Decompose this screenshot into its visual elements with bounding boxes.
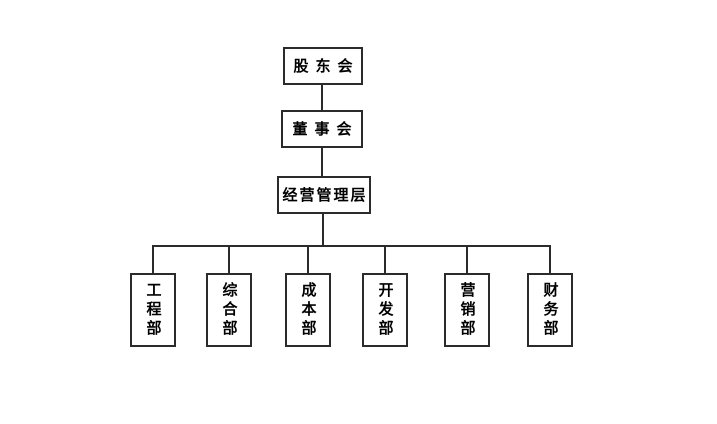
- connector-shareholders-board: [321, 85, 323, 110]
- org-box-engineering-dept: 工程部: [130, 273, 176, 347]
- org-box-marketing-dept: 营销部: [444, 273, 490, 347]
- connector-horizontal-bus: [152, 245, 551, 247]
- connector-drop-finance: [549, 245, 551, 273]
- connector-drop-marketing: [466, 245, 468, 273]
- org-box-general-affairs-dept: 综合部: [206, 273, 252, 347]
- org-box-management-layer: 经营管理层: [277, 176, 371, 214]
- connector-drop-engineering: [152, 245, 154, 273]
- org-box-cost-dept: 成本部: [285, 273, 331, 347]
- connector-drop-general: [228, 245, 230, 273]
- connector-drop-cost: [307, 245, 309, 273]
- connector-board-management: [321, 148, 323, 176]
- org-box-finance-dept: 财务部: [527, 273, 573, 347]
- org-box-development-dept: 开发部: [362, 273, 408, 347]
- org-box-board-of-directors: 董事会: [281, 110, 363, 148]
- connector-drop-development: [384, 245, 386, 273]
- connector-management-bus: [322, 214, 324, 245]
- org-box-shareholders-meeting: 股东会: [283, 47, 363, 85]
